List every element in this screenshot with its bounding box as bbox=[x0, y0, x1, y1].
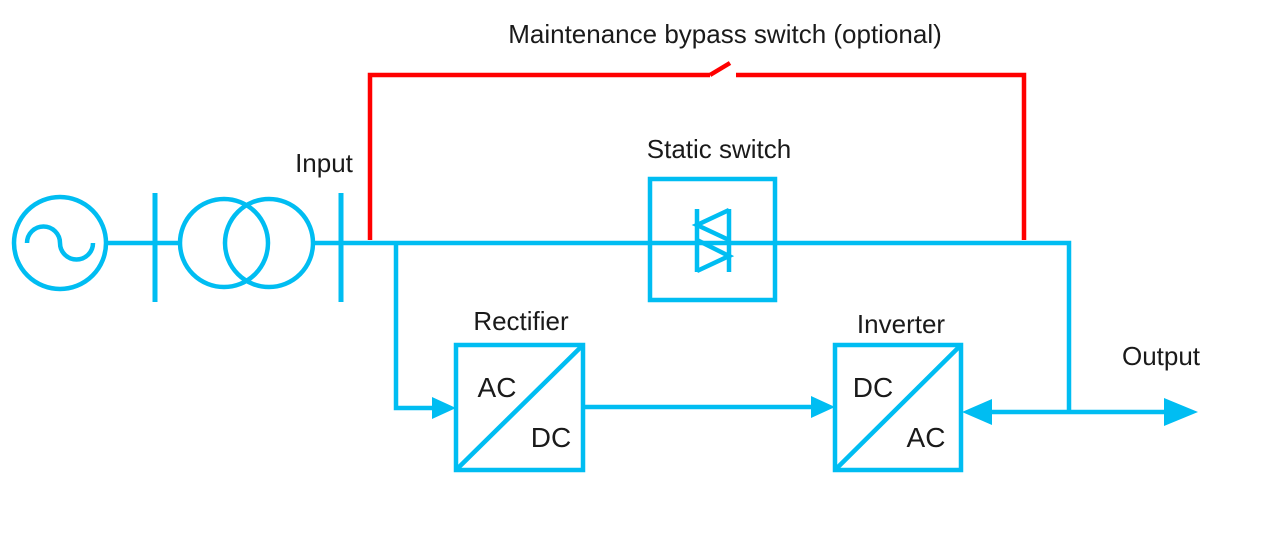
inverter-ac-label: AC bbox=[907, 422, 946, 453]
static-switch-block bbox=[647, 176, 778, 303]
inverter-dc-label: DC bbox=[853, 372, 893, 403]
output-label: Output bbox=[1122, 341, 1201, 371]
triac-upper-triangle bbox=[691, 207, 730, 243]
rectifier-dc-label: DC bbox=[531, 422, 571, 453]
rectifier-block: AC DC bbox=[453, 342, 586, 473]
inverter-label: Inverter bbox=[857, 309, 945, 339]
rectifier-input-arrowhead-icon bbox=[432, 397, 456, 419]
maintenance-bypass-path bbox=[367, 61, 1027, 240]
sine-wave-icon bbox=[24, 224, 96, 262]
static-switch-label: Static switch bbox=[647, 134, 792, 164]
inverter-box bbox=[832, 342, 964, 473]
output-arrowhead-icon bbox=[1164, 398, 1198, 426]
transformer-icon bbox=[177, 196, 316, 290]
rectifier-label: Rectifier bbox=[473, 306, 569, 336]
input-label: Input bbox=[295, 148, 354, 178]
main-bus-wire bbox=[313, 240, 1072, 412]
triac-lower-triangle bbox=[695, 237, 735, 274]
transformer-primary-circle bbox=[177, 196, 271, 290]
static-switch-box bbox=[647, 176, 778, 303]
rectifier-ac-label: AC bbox=[478, 372, 517, 403]
bypass-wire-left bbox=[367, 72, 710, 240]
maintenance-bypass-label: Maintenance bypass switch (optional) bbox=[508, 19, 942, 49]
wire-bus-to-rectifier bbox=[393, 243, 433, 411]
inverter-input-arrowhead-icon bbox=[811, 396, 835, 418]
inverter-diagonal bbox=[833, 343, 963, 472]
bypass-switch-blade-icon bbox=[708, 61, 732, 77]
ac-source-icon bbox=[11, 194, 109, 292]
triac-icon bbox=[691, 207, 735, 274]
rectifier-diagonal bbox=[454, 343, 585, 472]
inverter-backfeed-arrowhead-icon bbox=[962, 399, 992, 425]
inverter-block: DC AC bbox=[832, 342, 964, 473]
bypass-wire-right bbox=[736, 72, 1027, 240]
